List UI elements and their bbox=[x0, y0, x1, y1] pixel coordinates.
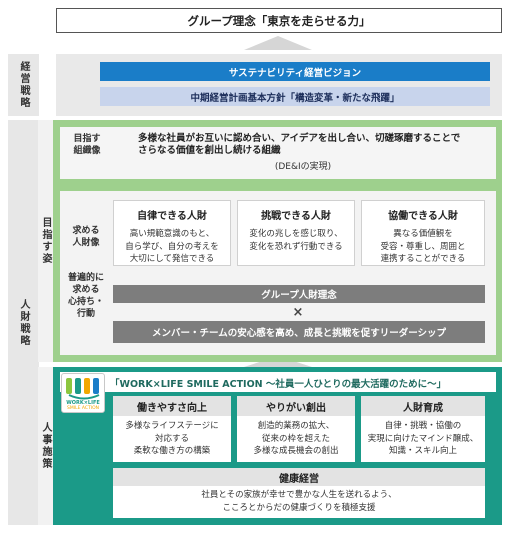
hr-strategy-label: 人財戦略 bbox=[18, 298, 29, 347]
health-management-card: 健康経営 社員とその家族が幸せで豊かな人生を送れるよう、 こころとからだの健康づ… bbox=[113, 468, 485, 518]
group-philosophy-text: グループ理念「東京を走らせる力」 bbox=[187, 13, 371, 28]
measure-card-workability: 働きやすさ向上 多様なライフステージに 対応する 柔軟な働き方の構築 bbox=[113, 396, 231, 462]
talent-card-title: 自律できる人財 bbox=[137, 211, 207, 222]
group-hr-philosophy-bar: グループ人財理念 bbox=[113, 285, 485, 303]
hr-measures-label-box: 人事施策 bbox=[38, 367, 53, 525]
mindset-label: 普遍的に 求める 心持ち・ 行動 bbox=[62, 272, 110, 320]
measure-card-line: 自律・挑戦・協働の bbox=[384, 421, 462, 431]
health-management-text: 社員とその家族が幸せで豊かな人生を送れるよう、 こころとからだの健康づくりを積極… bbox=[113, 486, 485, 514]
talent-card-challenge: 挑戦できる人財 変化の兆しを感じ取り、 変化を恐れず行動できる bbox=[237, 200, 355, 266]
aspirations-label: 目指す姿 bbox=[40, 217, 51, 265]
talent-card-line: 高い規範意識のもと、 bbox=[129, 229, 215, 239]
talent-card-line: 連携することができる bbox=[380, 254, 466, 264]
org-image-panel bbox=[60, 127, 496, 179]
talent-card-title: 協働できる人財 bbox=[388, 211, 458, 222]
health-management-line: こころとからだの健康づくりを積極支援 bbox=[222, 502, 376, 513]
health-management-line: 社員とその家族が幸せで豊かな人生を送れるよう、 bbox=[201, 490, 397, 500]
talent-card-line: 受容・尊重し、周囲と bbox=[380, 241, 466, 252]
talent-card-collaborate: 協働できる人財 異なる価値観を 受容・尊重し、周囲と 連携することができる bbox=[361, 200, 485, 266]
dei-note: (DE&Iの実現) bbox=[274, 162, 332, 172]
logo-text-sub: SMILE ACTION bbox=[67, 406, 99, 411]
leadership-bar: メンバー・チームの安心感を高め、成長と挑戦を促すリーダーシップ bbox=[113, 321, 485, 343]
mindset-label-line2: 求める bbox=[72, 285, 100, 295]
hr-measures-label: 人事施策 bbox=[40, 422, 51, 470]
midterm-plan-bar: 中期経営計画基本方針「構造変革・新たな飛躍」 bbox=[100, 87, 490, 106]
org-image-text-line1: 多様な社員がお互いに認め合い、アイデアを出し合い、切磋琢磨することで bbox=[138, 133, 461, 144]
measure-card-text: 創造的業務の拡大、 従来の枠を超えた 多様な成長機会の創出 bbox=[237, 416, 355, 458]
mindset-label-line3: 心持ち・ bbox=[67, 297, 104, 307]
action-title-box bbox=[60, 372, 496, 392]
sustainability-vision-text: サステナビリティ経営ビジョン bbox=[228, 67, 362, 79]
sustainability-vision-bar: サステナビリティ経営ビジョン bbox=[100, 62, 490, 81]
logo-text-main: WORK×LIFE bbox=[66, 400, 100, 406]
talent-card-line: 自ら学び、自分の考えを bbox=[125, 241, 219, 252]
aspirations-label-box: 目指す姿 bbox=[38, 120, 53, 362]
measure-card-text: 自律・挑戦・協働の 実現に向けたマインド醸成、 知識・スキル向上 bbox=[361, 416, 485, 458]
org-image-text-line2: さらなる価値を創出し続ける組織 bbox=[138, 145, 281, 156]
mindset-label-line4: 行動 bbox=[76, 309, 95, 319]
health-management-title: 健康経営 bbox=[113, 468, 485, 486]
hr-strategy-label-box: 人財戦略 bbox=[8, 120, 39, 525]
talent-card-line: 変化を恐れず行動できる bbox=[249, 241, 343, 252]
measure-card-line: 実現に向けたマインド醸成、 bbox=[367, 433, 479, 444]
measure-card-title: やりがい創出 bbox=[237, 396, 355, 416]
org-image-label: 目指す 組織像 bbox=[62, 133, 112, 157]
group-hr-philosophy-text: グループ人財理念 bbox=[261, 290, 337, 301]
talent-card-line: 変化の兆しを感じ取り、 bbox=[249, 229, 343, 239]
arrow-up-icon bbox=[244, 36, 312, 50]
talent-label-line1: 求める bbox=[72, 226, 100, 236]
measure-card-line: 創造的業務の拡大、 bbox=[257, 421, 335, 431]
measure-card-title: 人財育成 bbox=[361, 396, 485, 416]
mindset-label-line1: 普遍的に bbox=[67, 273, 104, 283]
work-life-smile-logo: WORK×LIFE SMILE ACTION bbox=[61, 373, 105, 413]
smile-logo-mark-icon bbox=[66, 378, 100, 400]
measure-card-line: 知識・スキル向上 bbox=[388, 446, 457, 456]
talent-card-title: 挑戦できる人財 bbox=[261, 211, 331, 222]
measure-card-line: 従来の枠を超えた bbox=[261, 433, 330, 444]
leadership-text: メンバー・チームの安心感を高め、成長と挑戦を促すリーダーシップ bbox=[151, 328, 447, 339]
talent-label-line2: 人財像 bbox=[72, 238, 100, 248]
action-title: 「WORK×LIFE SMILE ACTION ～社員一人ひとりの最大活躍のため… bbox=[110, 379, 447, 390]
talent-label: 求める 人財像 bbox=[64, 225, 108, 249]
talent-card-text: 高い規範意識のもと、 自ら学び、自分の考えを 大切にして発信できる bbox=[114, 228, 230, 266]
talent-card-line: 異なる価値観を bbox=[393, 229, 453, 239]
cross-mark: × bbox=[292, 304, 304, 320]
group-philosophy-box: グループ理念「東京を走らせる力」 bbox=[56, 8, 502, 33]
org-image-text: 多様な社員がお互いに認め合い、アイデアを出し合い、切磋琢磨することで さらなる価… bbox=[138, 133, 488, 157]
measure-card-line: 対応する bbox=[154, 433, 189, 444]
measure-card-line: 柔軟な働き方の構築 bbox=[133, 446, 211, 456]
talent-card-line: 大切にして発信できる bbox=[129, 254, 215, 264]
org-image-label-line2: 組織像 bbox=[73, 146, 101, 156]
midterm-plan-text: 中期経営計画基本方針「構造変革・新たな飛躍」 bbox=[190, 92, 400, 104]
measure-card-motivation: やりがい創出 創造的業務の拡大、 従来の枠を超えた 多様な成長機会の創出 bbox=[237, 396, 355, 462]
org-image-label-line1: 目指す bbox=[73, 134, 101, 144]
measure-card-title: 働きやすさ向上 bbox=[113, 396, 231, 416]
measure-card-line: 多様なライフステージに bbox=[125, 421, 219, 431]
measure-card-line: 多様な成長機会の創出 bbox=[253, 446, 339, 456]
talent-card-text: 変化の兆しを感じ取り、 変化を恐れず行動できる bbox=[238, 228, 354, 253]
management-strategy-label-box: 経営戦略 bbox=[8, 54, 39, 116]
measure-card-development: 人財育成 自律・挑戦・協働の 実現に向けたマインド醸成、 知識・スキル向上 bbox=[361, 396, 485, 462]
measure-card-text: 多様なライフステージに 対応する 柔軟な働き方の構築 bbox=[113, 416, 231, 458]
talent-card-autonomous: 自律できる人財 高い規範意識のもと、 自ら学び、自分の考えを 大切にして発信でき… bbox=[113, 200, 231, 266]
talent-card-text: 異なる価値観を 受容・尊重し、周囲と 連携することができる bbox=[362, 228, 484, 266]
management-strategy-label: 経営戦略 bbox=[18, 61, 29, 109]
